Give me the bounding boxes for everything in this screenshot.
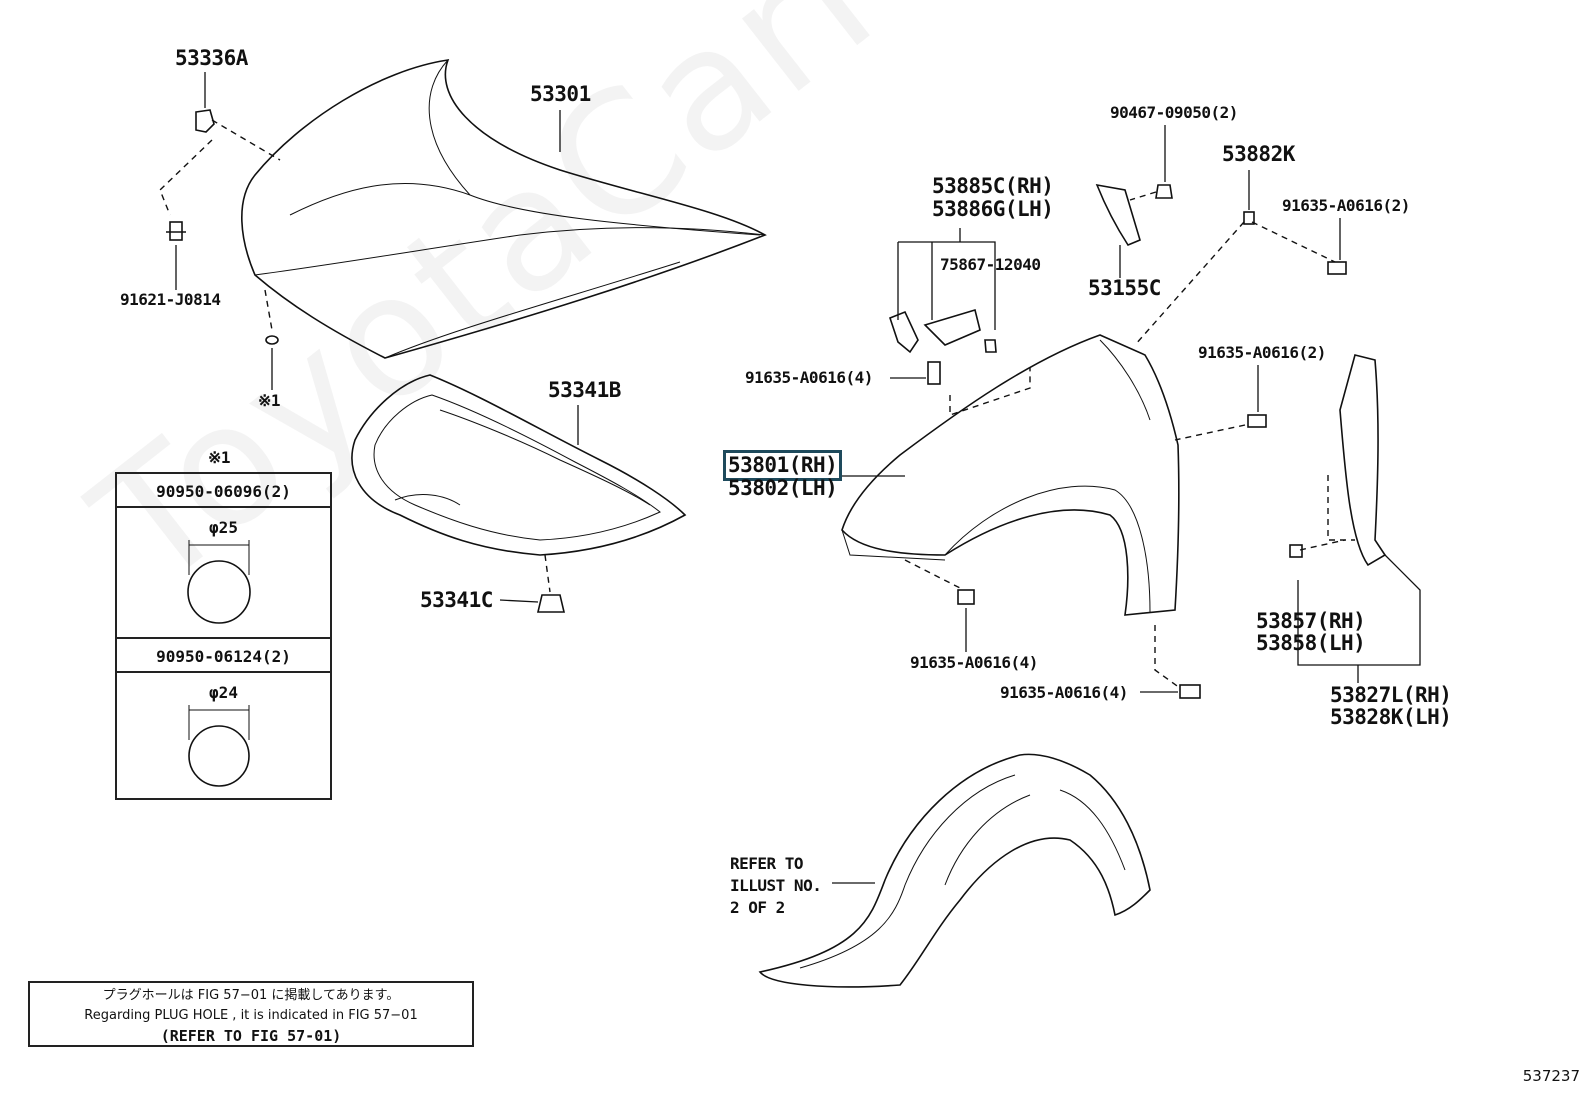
- insulator-clip[interactable]: [536, 594, 566, 613]
- plug-hole-note: プラグホールは FIG 57−01 に掲載してあります。 Regarding P…: [28, 981, 474, 1047]
- label-53336a: 53336A: [175, 46, 248, 70]
- plug-circle-25: [187, 560, 251, 624]
- hood-bolt[interactable]: [166, 221, 186, 241]
- label-53341c: 53341C: [420, 588, 493, 612]
- label-91635-a0616-top: 91635-A0616(2): [1282, 196, 1410, 215]
- plug-row-2-diameter: φ24: [209, 683, 238, 702]
- label-53801: 53801(RH): [722, 450, 843, 481]
- note-ref: (REFER TO FIG 57-01): [160, 1027, 342, 1045]
- label-91635-a0616-mid: 91635-A0616(2): [1198, 343, 1326, 362]
- note-en: Regarding PLUG HOLE , it is indicated in…: [84, 1008, 418, 1023]
- fender-bolt-upper[interactable]: [1327, 261, 1347, 275]
- label-53886g: 53886G(LH): [932, 197, 1054, 221]
- label-53857: 53857(RH): [1256, 609, 1366, 633]
- fender-bolt-low[interactable]: [957, 589, 975, 605]
- label-53301: 53301: [530, 82, 591, 106]
- label-91635-a0616-left: 91635-A0616(4): [745, 368, 873, 387]
- label-75867-12040: 75867-12040: [940, 255, 1041, 274]
- plug-row-1-diameter: φ25: [209, 518, 238, 537]
- label-53882k: 53882K: [1222, 142, 1295, 166]
- plug-table-title: ※1: [208, 448, 231, 467]
- plug-circle-24: [188, 725, 250, 787]
- fender-nut[interactable]: [1243, 211, 1255, 225]
- refer-line-2: ILLUST NO.: [730, 876, 822, 895]
- label-91635-a0616-low: 91635-A0616(4): [910, 653, 1038, 672]
- label-90467-09050: 90467-09050(2): [1110, 103, 1238, 122]
- hood-insulator[interactable]: [351, 374, 687, 556]
- plug-table: 90950-06096(2) φ25 90950-06124(2) φ24: [115, 472, 332, 800]
- front-fender[interactable]: [841, 334, 1180, 616]
- label-53858: 53858(LH): [1256, 631, 1366, 655]
- hood-stay-clip[interactable]: [195, 109, 215, 133]
- fender-rear-bracket[interactable]: [1339, 354, 1387, 567]
- note-jp: プラグホールは FIG 57−01 に掲載してあります。: [102, 988, 400, 1003]
- fender-clip[interactable]: [1155, 184, 1173, 199]
- label-53802: 53802(LH): [728, 476, 838, 500]
- fender-liner[interactable]: [758, 753, 1151, 988]
- fender-bolt-mid[interactable]: [1247, 414, 1267, 428]
- plug-hole[interactable]: [265, 335, 279, 345]
- label-91621-j0814: 91621-J0814: [120, 290, 221, 309]
- label-53885c: 53885C(RH): [932, 174, 1054, 198]
- plug-row-1-part: 90950-06096(2): [156, 482, 291, 501]
- label-53828k: 53828K(LH): [1330, 705, 1452, 729]
- hood-panel[interactable]: [241, 59, 767, 359]
- label-53827l: 53827L(RH): [1330, 683, 1452, 707]
- fender-protector[interactable]: [923, 308, 981, 346]
- label-91635-a0616-bottom: 91635-A0616(4): [1000, 683, 1128, 702]
- fender-bolt-bottom[interactable]: [1179, 684, 1201, 699]
- bracket-clip[interactable]: [1289, 544, 1303, 558]
- refer-line-1: REFER TO: [730, 854, 804, 873]
- fender-seal[interactable]: [1095, 183, 1141, 246]
- fender-bolt-left[interactable]: [927, 361, 941, 385]
- figure-number: 537237: [1522, 1067, 1580, 1085]
- label-53341b: 53341B: [548, 378, 621, 402]
- label-note1: ※1: [258, 391, 281, 410]
- refer-line-3: 2 OF 2: [730, 898, 785, 917]
- protector-clip[interactable]: [984, 339, 997, 353]
- label-53155c: 53155C: [1088, 276, 1161, 300]
- fender-bracket[interactable]: [889, 310, 919, 354]
- plug-row-2-part: 90950-06124(2): [156, 647, 291, 666]
